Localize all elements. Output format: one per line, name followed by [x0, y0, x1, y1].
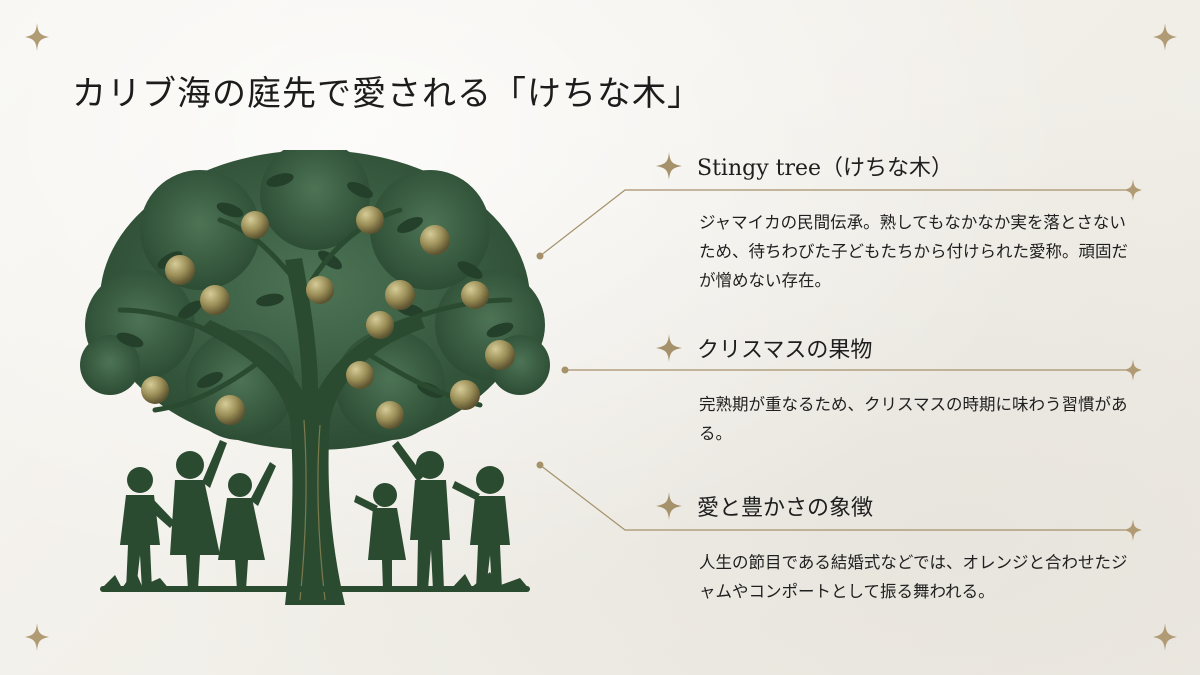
section-heading: 愛と豊かさの象徴 [655, 490, 1155, 522]
sparkle-icon [1153, 23, 1177, 51]
section-body: ジャマイカの民間伝承。熟してもなかなか実を落とさないため、待ちわびた子どもたちか… [699, 213, 1128, 290]
sparkle-icon [25, 623, 49, 651]
section-body: 完熟期が重なるため、クリスマスの時期に味わう習慣がある。 [699, 395, 1128, 443]
sparkle-icon [656, 492, 682, 520]
tree-with-fruit-and-children-silhouette-icon [80, 150, 550, 605]
section-title: 愛と豊かさの象徴 [697, 496, 874, 521]
section-body: 人生の節目である結婚式などでは、オレンジと合わせたジャムやコンポートとして振る舞… [699, 553, 1128, 601]
section-title: クリスマスの果物 [697, 338, 873, 363]
sparkle-icon [1153, 623, 1177, 651]
section-heading: Stingy tree（けちな木） [655, 150, 1155, 182]
section-symbol-of-love: 愛と豊かさの象徴 人生の節目である結婚式などでは、オレンジと合わせたジャムやコン… [655, 490, 1155, 606]
sparkle-icon [25, 23, 49, 51]
section-title: Stingy tree（けちな木） [697, 156, 954, 181]
section-stingy-tree: Stingy tree（けちな木） ジャマイカの民間伝承。熟してもなかなか実を落… [655, 150, 1155, 295]
sparkle-icon [656, 334, 682, 362]
page-title: カリブ海の庭先で愛される「けちな木」 [72, 74, 702, 114]
sparkle-icon [656, 152, 682, 180]
section-heading: クリスマスの果物 [655, 332, 1155, 364]
section-christmas-fruit: クリスマスの果物 完熟期が重なるため、クリスマスの時期に味わう習慣がある。 [655, 332, 1155, 448]
